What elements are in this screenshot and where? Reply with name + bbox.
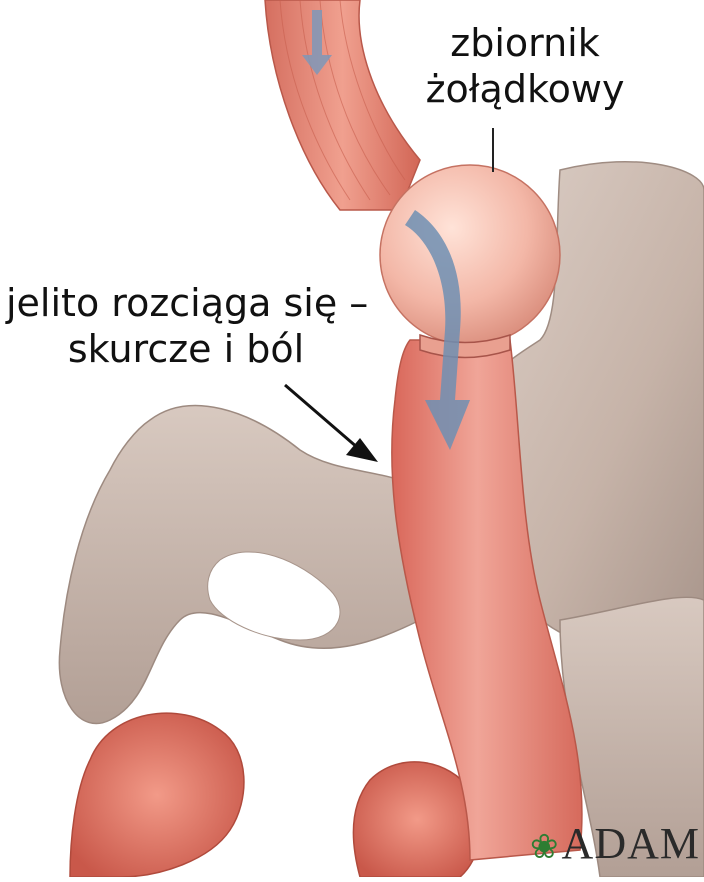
- pouch-label-line2: żołądkowy: [420, 66, 630, 112]
- intestine-label-line1: jelito rozciąga się –: [6, 280, 366, 326]
- intestine-label-line2: skurcze i ból: [6, 326, 366, 372]
- pouch-label-line1: zbiornik: [420, 20, 630, 66]
- leaf-icon: ❀: [530, 829, 560, 866]
- logo-text: ADAM: [562, 819, 700, 868]
- intestine-label: jelito rozciąga się – skurcze i ból: [6, 280, 366, 372]
- adam-logo: ❀ADAM: [530, 818, 700, 869]
- pouch-label: zbiornik żołądkowy: [420, 20, 630, 112]
- gastric-pouch: [380, 165, 560, 345]
- intestine-pointer-line: [285, 385, 358, 448]
- red-intestine-loop-left: [70, 713, 244, 877]
